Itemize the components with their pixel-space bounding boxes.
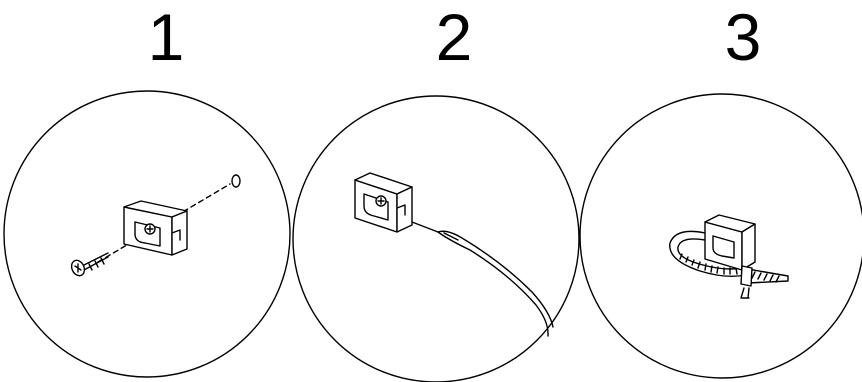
cable-clip-2 bbox=[354, 172, 413, 233]
screw bbox=[70, 252, 109, 277]
step-3-panel bbox=[579, 93, 862, 379]
step-1-panel bbox=[3, 90, 291, 378]
step-2-panel bbox=[292, 95, 580, 382]
cable-clip-1 bbox=[123, 200, 188, 256]
cable-tie-head bbox=[740, 265, 753, 287]
cable-clip-3 bbox=[704, 214, 756, 271]
step-2-circle bbox=[292, 95, 580, 382]
adhesive-liner bbox=[411, 221, 439, 233]
cable-tie-tail bbox=[741, 267, 789, 284]
mounting-hole bbox=[231, 174, 241, 188]
step-3-circle bbox=[579, 93, 862, 379]
cable-tie-loop bbox=[669, 230, 746, 278]
finger bbox=[437, 230, 554, 328]
step-number-3: 3 bbox=[724, 0, 762, 74]
step-1-circle bbox=[3, 90, 291, 378]
step-number-2: 2 bbox=[435, 0, 473, 74]
step-number-1: 1 bbox=[147, 0, 185, 74]
